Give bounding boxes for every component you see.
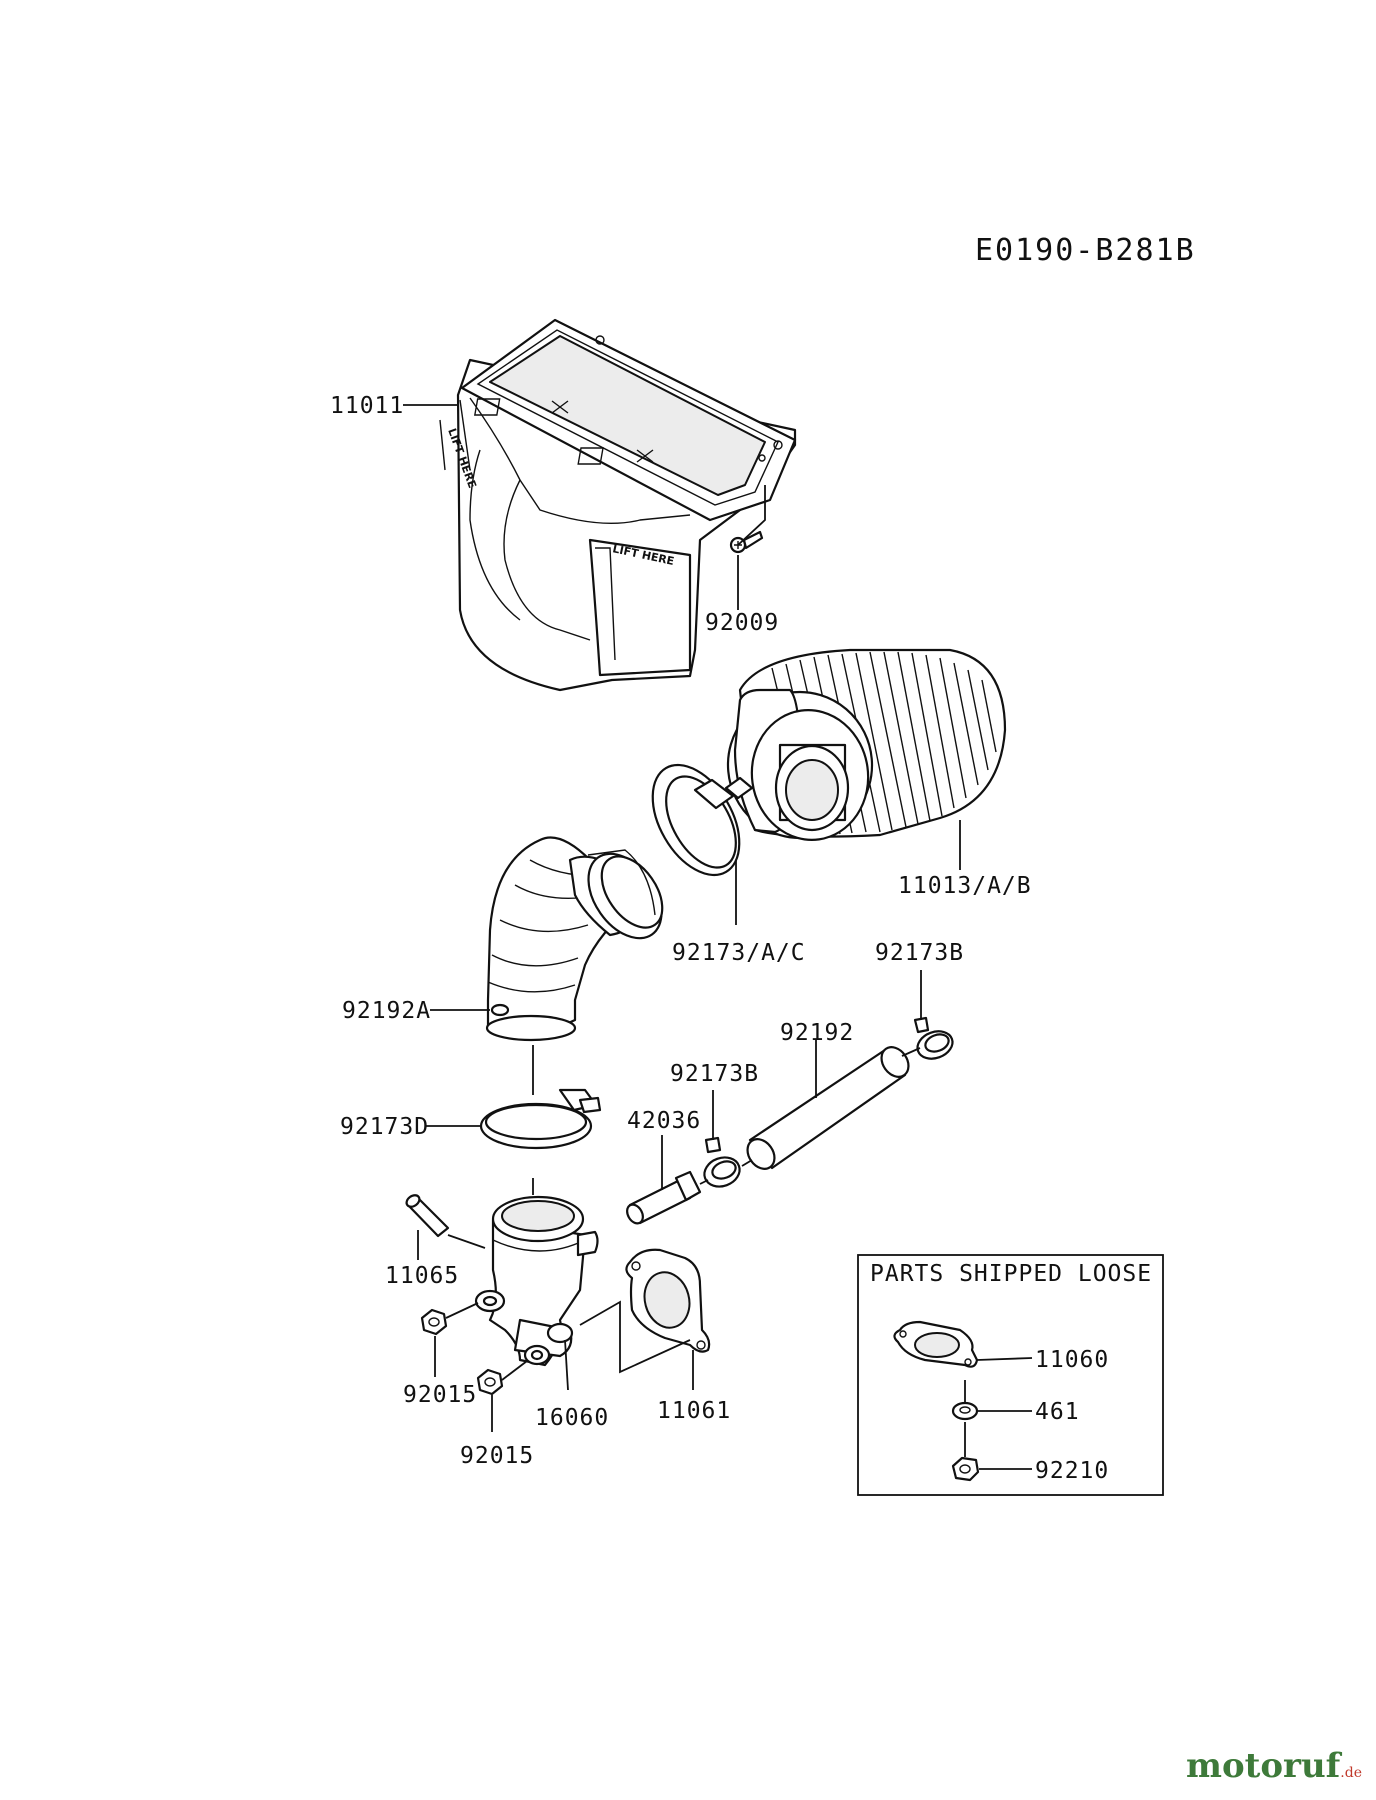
label-92173-a-c: 92173/A/C: [672, 940, 806, 966]
label-11065: 11065: [385, 1263, 459, 1289]
label-92015-a: 92015: [403, 1382, 477, 1408]
hose-clamp-92173-a-c[interactable]: [635, 750, 757, 890]
washer-461[interactable]: [951, 1401, 979, 1421]
label-11061: 11061: [657, 1398, 731, 1424]
gasket-11061[interactable]: [625, 1248, 711, 1353]
elbow-hose-92192a[interactable]: [485, 836, 677, 1042]
label-11011: 11011: [330, 393, 404, 419]
loose-parts-title: PARTS SHIPPED LOOSE: [870, 1261, 1152, 1287]
label-92192a: 92192A: [342, 998, 431, 1024]
label-92192: 92192: [780, 1020, 854, 1046]
parts-shipped-loose-box: PARTS SHIPPED LOOSE 11060 461 92210: [857, 1254, 1164, 1496]
air-filter-element-11013[interactable]: [722, 648, 1007, 847]
label-92173b-mid: 92173B: [670, 1061, 759, 1087]
diagram-code: E0190-B281B: [975, 233, 1196, 268]
label-92173d: 92173D: [340, 1114, 429, 1140]
pin-11065[interactable]: [404, 1193, 450, 1238]
watermark: motoruf.de: [1186, 1746, 1362, 1786]
loose-item-461: 461: [1035, 1399, 1080, 1425]
watermark-suffix: .de: [1340, 1765, 1362, 1781]
nut-92210[interactable]: [951, 1456, 980, 1482]
label-92173b-top: 92173B: [875, 940, 964, 966]
screw-92009[interactable]: [729, 530, 764, 554]
watermark-brand: motoruf: [1186, 1746, 1341, 1786]
nut-92015-b[interactable]: [476, 1368, 504, 1396]
gasket-11060[interactable]: [893, 1320, 979, 1368]
label-16060: 16060: [535, 1405, 609, 1431]
loose-item-11060: 11060: [1035, 1347, 1109, 1373]
label-11013: 11013/A/B: [898, 873, 1032, 899]
intake-joint-16060[interactable]: [474, 1195, 599, 1367]
label-42036: 42036: [627, 1108, 701, 1134]
hose-clamp-92173b-top[interactable]: [913, 1016, 957, 1063]
label-92015-b: 92015: [460, 1443, 534, 1469]
hose-clamp-92173d[interactable]: [479, 1088, 602, 1150]
hose-clamp-92173b-mid[interactable]: [700, 1136, 743, 1191]
fitting-42036[interactable]: [624, 1170, 702, 1226]
nut-92015-a[interactable]: [420, 1308, 448, 1336]
air-cleaner-cover-11011[interactable]: LIFT HERE LIFT HERE: [439, 318, 797, 692]
hose-92192[interactable]: [742, 1042, 914, 1174]
loose-item-92210: 92210: [1035, 1458, 1109, 1484]
label-92009: 92009: [705, 610, 779, 636]
